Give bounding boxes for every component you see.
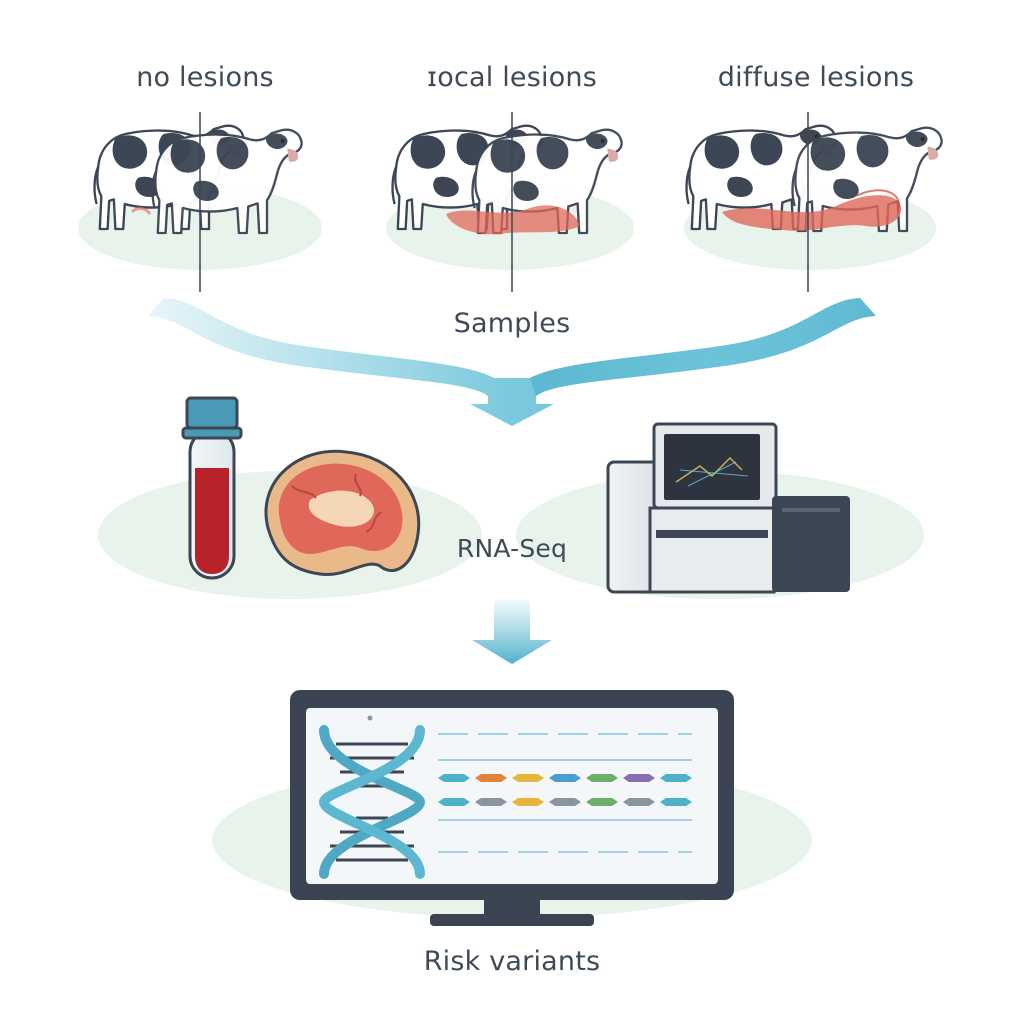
dna-helix-icon — [318, 725, 426, 879]
blood-tube-icon — [181, 396, 243, 580]
samples-label: Samples — [453, 308, 571, 339]
variant-marker — [586, 798, 618, 806]
group-focal-lesions — [386, 112, 634, 292]
variant-marker — [475, 774, 507, 782]
group-no-lesions — [78, 112, 322, 292]
sequencer-icon — [606, 422, 850, 594]
group-label-no-lesions: no lesions — [136, 62, 274, 93]
converge-arrow — [148, 298, 876, 426]
variant-marker — [512, 774, 544, 782]
variant-marker — [586, 774, 618, 782]
variant-marker — [438, 774, 470, 782]
monitor-icon — [290, 690, 734, 926]
group-label-diffuse-lesions: diffuse lesions — [717, 62, 915, 93]
variant-marker — [549, 798, 581, 806]
tissue-slice-icon — [264, 449, 421, 577]
variant-marker — [623, 798, 655, 806]
variant-marker — [438, 798, 470, 806]
variant-marker — [623, 774, 655, 782]
rnaseq-label: RNA-Seq — [456, 534, 568, 563]
group-label-focal-lesions: ɪocal lesions — [426, 62, 598, 93]
down-arrow — [472, 600, 552, 664]
variant-rows — [438, 733, 692, 853]
variant-marker — [512, 798, 544, 806]
risk-variants-label: Risk variants — [423, 946, 601, 977]
variant-marker — [475, 798, 507, 806]
variant-marker — [549, 774, 581, 782]
group-diffuse-lesions — [684, 112, 943, 292]
variant-marker — [660, 774, 692, 782]
variant-marker — [660, 798, 692, 806]
